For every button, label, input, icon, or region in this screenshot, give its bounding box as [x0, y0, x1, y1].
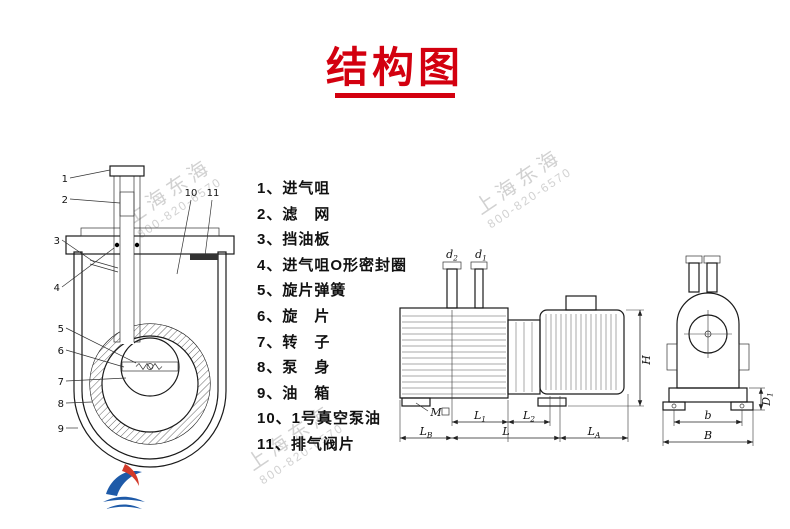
oil-baffle	[89, 259, 119, 273]
motor	[539, 309, 625, 395]
page-title: 结构图	[325, 44, 464, 91]
logo-blue-arc	[106, 470, 142, 496]
filter-screen	[119, 191, 135, 217]
parts-list-item: 5、旋片弹簧	[257, 282, 347, 300]
callout-leaders	[61, 169, 213, 429]
dim-LB: LB	[419, 425, 433, 440]
callout-10: 10	[185, 188, 198, 199]
dim-b: b	[704, 409, 711, 422]
rotor	[120, 337, 180, 397]
logo-wave	[103, 496, 145, 502]
pump-end-view-drawing: b D1 B	[662, 255, 775, 446]
callout-5: 5	[58, 324, 64, 335]
foot	[537, 397, 567, 407]
pump-chamber	[101, 335, 199, 433]
oil-tank-wall	[73, 251, 227, 468]
parts-list-item: 4、进气咀O形密封圈	[257, 256, 408, 274]
parts-list-item: 3、挡油板	[257, 231, 331, 249]
base	[668, 387, 748, 403]
title-underline	[335, 93, 455, 98]
foot	[401, 397, 431, 407]
callout-4: 4	[54, 283, 60, 294]
dim-d1: d1	[475, 248, 487, 263]
pump-body-ring	[90, 324, 210, 444]
pump-cross-section-drawing: 1 2 3 4 5 6 7 8 9 10 11	[54, 165, 235, 468]
top-cover	[80, 227, 220, 237]
dim-LA: LA	[587, 425, 601, 440]
intake-tube-wall	[113, 175, 121, 343]
dim-d2: d2	[446, 248, 458, 263]
intake-nozzle-bore	[120, 167, 134, 175]
callout-2: 2	[62, 195, 68, 206]
centerlines	[684, 310, 732, 358]
pump-body	[399, 307, 509, 399]
company-logo	[103, 464, 145, 509]
bolt-hole	[671, 403, 677, 409]
dim-M: M	[429, 406, 442, 419]
o-ring	[114, 242, 120, 248]
dim-H: H	[640, 355, 653, 366]
watermark-phone: 800-820-6570	[484, 164, 575, 232]
foot	[662, 401, 686, 411]
o-ring	[134, 242, 140, 248]
port-d2-cap	[442, 261, 462, 270]
logo-wave	[106, 504, 142, 509]
parts-list-item: 7、转 子	[257, 333, 331, 351]
callout-6: 6	[58, 346, 64, 357]
callout-8: 8	[58, 399, 64, 410]
pump-end-body	[676, 292, 740, 389]
logo-red-sail	[122, 464, 139, 486]
coupling-lines	[515, 322, 533, 392]
bolt-hole	[739, 403, 745, 409]
intake-tube-bore	[120, 172, 134, 344]
parts-list-item: 11、排气阀片	[257, 435, 355, 453]
foot	[730, 401, 754, 411]
shaft-center	[704, 330, 712, 338]
top-plate	[65, 235, 235, 255]
pump-body-fins	[402, 315, 506, 395]
watermark-name: 上海东海	[471, 145, 567, 220]
port-d1-cap	[470, 261, 488, 270]
callout-3: 3	[54, 236, 60, 247]
pump-side-view-drawing: H M L1 L2 LB L LA d2 d1	[399, 248, 653, 442]
port-stem	[706, 262, 718, 293]
callout-7: 7	[58, 377, 64, 388]
dim-D1: D1	[760, 392, 775, 407]
parts-list: 1、进气咀 2、滤 网 3、挡油板 4、进气咀O形密封圈 5、旋片弹簧 6、旋 …	[257, 176, 407, 458]
exhaust-valve-plate	[190, 254, 218, 260]
parts-list-item: 2、滤 网	[257, 205, 331, 223]
callout-11: 11	[207, 188, 220, 199]
port-d2-stem	[446, 268, 458, 309]
side-lug	[738, 343, 750, 371]
port-d1-stem	[474, 268, 484, 309]
intake-nozzle	[109, 165, 145, 177]
thread-spec-box	[441, 407, 450, 416]
parts-list-item: 1、进气咀	[257, 180, 331, 197]
dim-L2: L2	[522, 409, 535, 424]
callout-1: 1	[62, 174, 68, 185]
vane-spring	[135, 362, 163, 371]
dim-L1: L1	[473, 409, 486, 424]
parts-list-item: 9、油 箱	[257, 384, 331, 402]
side-lug	[666, 343, 678, 371]
motor-terminal-box	[565, 295, 597, 311]
rotor-center	[146, 363, 154, 370]
parts-list-item: 6、旋 片	[257, 307, 331, 325]
watermark: 上海东海 800-820-6570	[468, 140, 575, 232]
parts-list-item: 10、1号真空泵油	[257, 410, 382, 428]
callout-9: 9	[58, 424, 64, 435]
parts-list-item: 8、泵 身	[257, 359, 331, 377]
port-cap	[685, 255, 703, 264]
port-stem	[688, 262, 700, 293]
dim-L: L	[501, 425, 509, 438]
dim-B: B	[703, 429, 712, 442]
port-cap	[703, 255, 721, 264]
intake-tube-wall	[133, 175, 141, 343]
motor-fins	[545, 314, 617, 390]
